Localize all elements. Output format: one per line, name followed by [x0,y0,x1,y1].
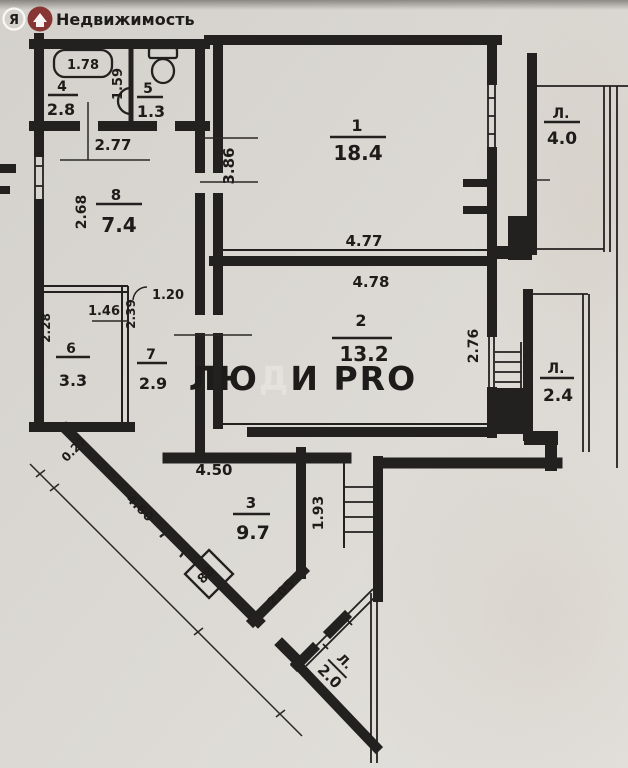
stove-icon [183,548,235,600]
balcony-top-label: Л. [553,106,570,122]
wall-corner-mass [487,388,527,434]
brand-watermark-text: Недвижимость [56,10,195,29]
wall-stub [487,246,532,259]
room6-number: 6 [66,341,76,357]
washbasin-icon [116,86,132,116]
dimension-lines [29,102,550,737]
watermark-d: Д [259,359,290,398]
photo-top-shadow [0,0,628,10]
room-labels: 1 18.4 2 13.2 3 9.7 4 2.8 5 1.3 6 3.3 7 … [47,79,389,544]
yandex-logo-letter: Я [9,13,19,28]
balcony-bottom-bar [327,658,348,679]
room2-area: 13.2 [339,342,388,366]
wall-stub [463,206,490,214]
fixtures [52,46,235,600]
dim-4-50: 4.50 [195,461,232,479]
agency-watermark-text: ЛЮДИ PRO [189,359,417,398]
room4-area: 2.8 [47,100,75,119]
wall-masses [0,164,558,471]
dim-4-77: 4.77 [345,232,382,250]
dim-1-59: 1.59 [111,68,126,100]
dim-2-76: 2.76 [466,329,482,364]
room5-area: 1.3 [137,102,165,121]
room3-number: 3 [246,494,256,512]
dim-1-20: 1.20 [152,288,184,303]
edge-wall-stub [0,186,10,194]
dim-2-28: 2.28 [39,313,53,343]
room4-number: 4 [57,79,67,95]
balcony-top-area: 4.0 [547,129,577,149]
wall-stub [545,440,557,471]
watermark-lu: ЛЮ [189,359,259,398]
room6-area: 3.3 [59,371,87,390]
walls [29,33,563,755]
paper-stain [355,390,628,768]
room7-area: 2.9 [139,374,167,393]
room1-number: 1 [351,116,362,135]
door-arc-icon [132,286,148,301]
dim-2-39: 2.39 [124,299,138,329]
room1-area: 18.4 [333,141,382,165]
wall-stub [463,179,490,187]
room8-area: 7.4 [101,213,136,237]
watermark-pro: PRO [334,359,418,398]
bathtub-icon [52,48,114,79]
room5-number: 5 [143,81,153,97]
label-fraction-bars [48,93,580,516]
room3-area: 9.7 [236,522,270,544]
realty-home-icon [33,13,47,27]
closet-thin-walls [44,249,492,548]
watermark-i: И [290,359,333,398]
dim-3-86: 3.86 [220,147,238,184]
window-lines [34,80,628,763]
dim-1-93: 1.93 [311,496,327,531]
edge-wall-stub [0,164,16,173]
dim-bathtub: 1.78 [67,58,99,73]
yandex-realty-watermark: Я Недвижимость [2,6,195,32]
exterior-walls-diagonal [58,421,563,669]
agency-watermark: ЛЮДИ PRO [189,359,417,398]
room8-number: 8 [111,186,121,204]
dim-4-78: 4.78 [352,273,389,291]
toilet-bowl-icon [150,57,176,85]
dim-2-68: 2.68 [74,195,90,230]
balcony-mid-label: Л. [548,361,565,377]
yandex-logo-circle [2,7,26,31]
balcony-mid-area: 2.4 [543,386,573,406]
room7-number: 7 [146,347,156,363]
dim-1-46: 1.46 [88,304,120,319]
room2-number: 2 [355,311,366,330]
dim-2-77: 2.77 [94,136,131,154]
kitchen-sink-icon [159,531,186,558]
